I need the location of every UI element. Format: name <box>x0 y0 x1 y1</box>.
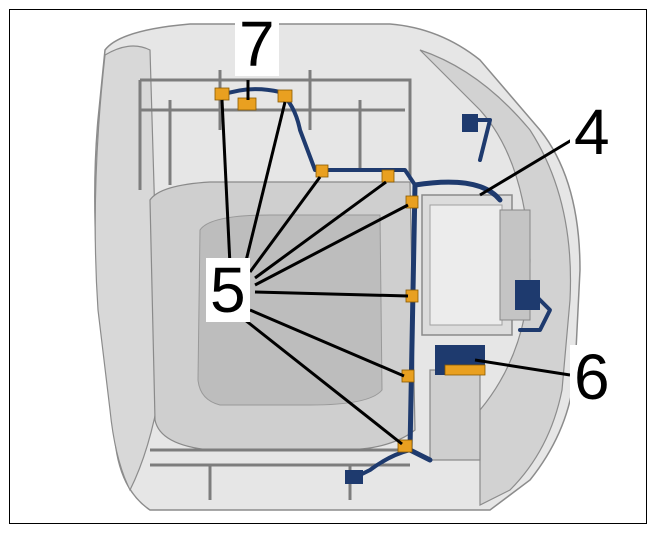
leader-5-2 <box>243 101 287 266</box>
clip-top-right <box>277 89 293 103</box>
leader-5-4 <box>254 180 387 280</box>
top-frame <box>138 70 412 190</box>
clip-7a <box>214 87 230 101</box>
clip-5c <box>405 195 419 209</box>
leader-5-6 <box>254 290 409 298</box>
module-face <box>429 204 503 326</box>
seat-illustration <box>94 23 581 511</box>
connector-bottom <box>345 470 363 484</box>
connector-top-right <box>462 114 478 132</box>
leader-4 <box>479 133 581 197</box>
leader-6 <box>474 358 571 377</box>
callout-5: 5 <box>206 258 250 322</box>
clip-5b <box>381 169 395 183</box>
lower-motor <box>429 369 481 461</box>
leader-5-5 <box>254 203 409 287</box>
leader-5-3 <box>248 176 322 273</box>
harness-clips <box>214 87 486 453</box>
leader-lines <box>220 80 581 446</box>
left-bolster <box>94 45 161 492</box>
clip-6 <box>444 364 486 376</box>
clip-5a <box>315 164 329 178</box>
callout-7: 7 <box>235 12 279 76</box>
callout-6: 6 <box>570 345 614 409</box>
leader-5-1 <box>220 99 232 266</box>
leader-5-7 <box>249 308 405 378</box>
callout-4: 4 <box>570 100 614 164</box>
connector-module-right <box>515 280 540 310</box>
leader-5-8 <box>244 318 403 446</box>
diagram-frame: 7 4 5 6 <box>9 9 647 524</box>
